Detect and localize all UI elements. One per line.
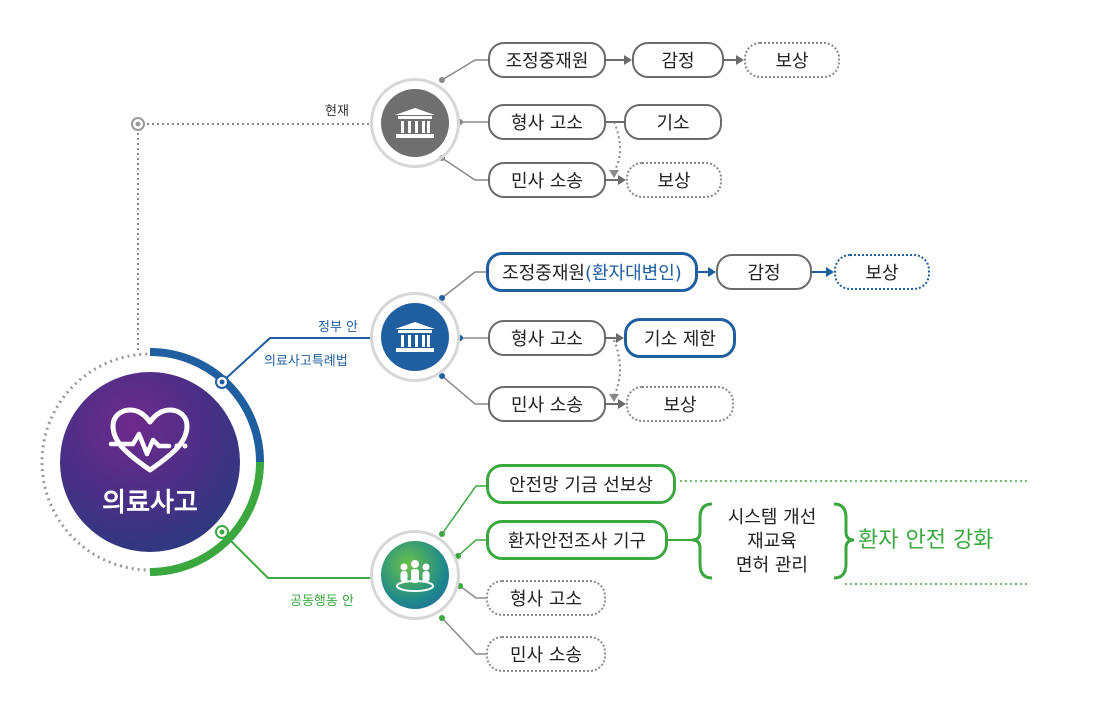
joint-safety-fund-box: 안전망 기금 선보상 — [486, 464, 676, 504]
joint-label: 공동행동 안 — [290, 594, 354, 609]
current-hub — [370, 78, 460, 168]
government-building-icon — [395, 108, 435, 138]
current-criminal-box: 형사 고소 — [488, 104, 606, 140]
gov-limited-indictment-box: 기소 제한 — [624, 318, 736, 358]
joint-investigation-box: 환자안전조사 기구 — [486, 520, 668, 560]
main-topic-title: 의료사고 — [102, 487, 198, 518]
gov-label: 정부 안 — [318, 320, 359, 335]
heart-pulse-icon — [108, 407, 190, 472]
joint-result-text: 환자 안전 강화 — [858, 528, 994, 553]
current-label: 현재 — [325, 104, 349, 119]
action-item: 시스템 개선 — [727, 507, 817, 528]
gov-compensation-box: 보상 — [834, 254, 930, 290]
joint-hub — [370, 530, 460, 620]
gov-mediation-paren: (환자대변인) — [584, 263, 682, 284]
current-civil-compensation-box: 보상 — [626, 162, 722, 198]
current-mediation-box: 조정중재원 — [488, 42, 606, 78]
joint-actions-list: 시스템 개선 재교육 면허 관리 — [708, 504, 836, 580]
gov-civil-box: 민사 소송 — [488, 386, 606, 422]
government-building-icon — [395, 322, 435, 352]
gov-criminal-box: 형사 고소 — [488, 320, 606, 356]
gov-hub — [370, 292, 460, 382]
current-civil-box: 민사 소송 — [488, 162, 606, 198]
action-item: 면허 관리 — [736, 555, 808, 576]
gov-sublabel: 의료사고특례법 — [264, 354, 348, 369]
action-item: 재교육 — [747, 531, 797, 552]
gov-mediation-box: 조정중재원(환자대변인) — [486, 252, 698, 292]
main-topic-circle: 의료사고 — [60, 372, 240, 552]
current-compensation-box: 보상 — [744, 42, 840, 78]
current-appraisal-box: 감정 — [632, 42, 724, 78]
gov-mediation-main: 조정중재원 — [502, 263, 585, 284]
people-group-icon — [396, 560, 434, 592]
gov-appraisal-box: 감정 — [716, 254, 812, 290]
current-indictment-box: 기소 — [624, 104, 722, 140]
joint-civil-box: 민사 소송 — [486, 636, 606, 672]
joint-criminal-box: 형사 고소 — [486, 580, 606, 616]
gov-civil-compensation-box: 보상 — [626, 386, 734, 422]
